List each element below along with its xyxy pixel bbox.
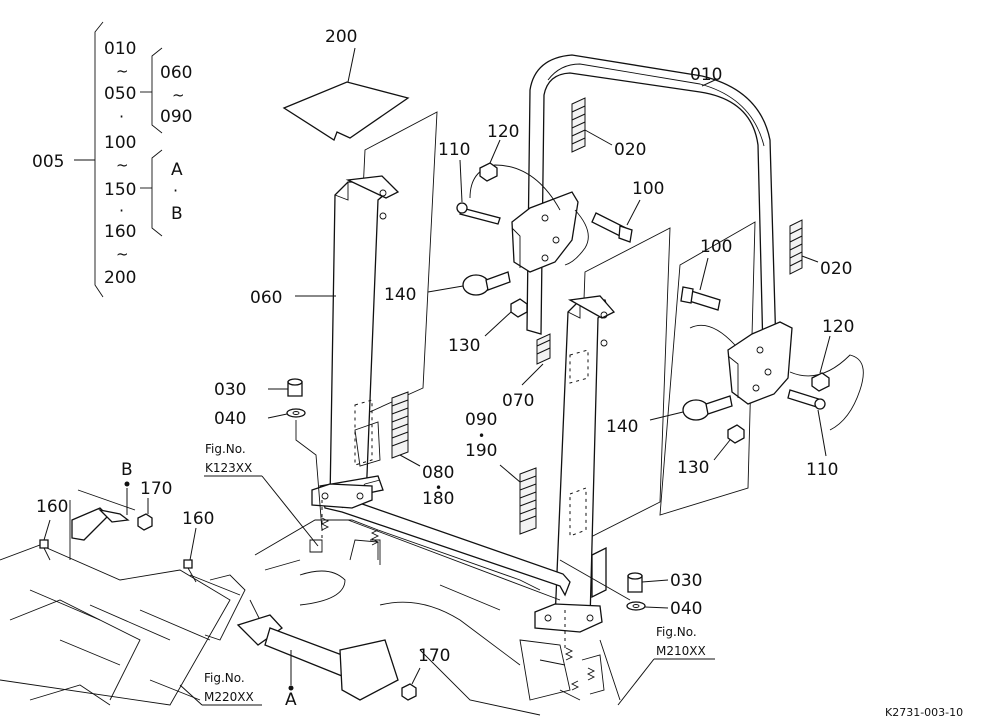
callout-080-separator: •	[435, 481, 442, 495]
callout-120-right: 120	[822, 317, 854, 337]
knob-140-right: 140	[606, 395, 733, 437]
callout-160-center: 160	[182, 509, 214, 529]
decal-090: 090 • 190	[465, 410, 537, 535]
spacer-030-left: 030	[214, 378, 303, 400]
lower-post-right	[554, 295, 616, 621]
bolt-160-center: 160	[182, 509, 214, 583]
callout-100-upper: 100	[632, 179, 664, 199]
callout-040-right: 040	[670, 599, 702, 619]
seat-belt-buckle-b: B	[69, 460, 136, 560]
group-item: 100	[104, 133, 136, 153]
fig-ref-m220-line2: M220XX	[204, 690, 254, 704]
group-item: ~	[116, 245, 129, 263]
cross-member	[311, 475, 603, 633]
pin-110-left: 110	[438, 140, 501, 225]
group-item: 200	[104, 268, 136, 288]
washer-040-left: 040	[214, 408, 323, 531]
pin-110-right: 110	[787, 389, 838, 480]
bolt-160-left: 160	[36, 497, 68, 561]
fig-ref-m210-line2: M210XX	[656, 644, 706, 658]
group-sub-item: 090	[160, 107, 192, 127]
group-item: ·	[119, 107, 124, 126]
seat-belt-retractor-a: A	[236, 614, 399, 710]
callout-170-lower: 170	[418, 646, 450, 666]
callout-020-right: 020	[820, 259, 852, 279]
callout-170-upper: 170	[140, 479, 172, 499]
group-item: 050	[104, 84, 136, 104]
decal-070: 070	[502, 333, 589, 411]
callout-030-left: 030	[214, 380, 246, 400]
callout-160-left: 160	[36, 497, 68, 517]
nut-130-left: 130	[448, 298, 528, 356]
callout-120-upper: 120	[487, 122, 519, 142]
group-item: ~	[116, 62, 129, 80]
callout-110-right: 110	[806, 460, 838, 480]
callout-140-upper: 140	[384, 285, 416, 305]
knob-140-left: 140	[384, 271, 511, 305]
nut-130-right: 130	[677, 424, 745, 478]
callout-080: 080	[422, 463, 454, 483]
fig-ref-k123: Fig.No. K123XX	[204, 442, 319, 547]
group-sub-item: A	[171, 160, 183, 180]
callout-100-right: 100	[700, 237, 732, 257]
group-sub-item: ~	[172, 86, 185, 104]
callout-020-upper: 020	[614, 140, 646, 160]
callout-070: 070	[502, 391, 534, 411]
group-item: 010	[104, 39, 136, 59]
hinge-bracket-left	[469, 164, 589, 273]
callout-110-upper: 110	[438, 140, 470, 160]
fig-ref-m210-line1: Fig.No.	[656, 625, 697, 639]
bracket-outer	[94, 21, 104, 298]
callout-A: A	[285, 690, 297, 710]
decal-080: 080 • 180	[391, 391, 454, 509]
callout-040-left: 040	[214, 409, 246, 429]
fig-ref-k123-line1: Fig.No.	[205, 442, 246, 456]
bracket-sub-range	[151, 47, 163, 134]
catalog-code: K2731-003-10	[885, 706, 963, 719]
part-group-bracket: 005 010 ~ 050 · 100 ~ 150 · 160 ~ 200 06…	[32, 21, 192, 298]
callout-130-upper: 130	[448, 336, 480, 356]
hinge-bracket-right	[689, 321, 864, 431]
nut-170-upper: 170	[137, 479, 172, 531]
callout-090: 090	[465, 410, 497, 430]
nut-120-left: 120	[479, 122, 519, 182]
group-sub-item: B	[171, 204, 183, 224]
callout-030-right: 030	[670, 571, 702, 591]
group-item: 150	[104, 180, 136, 200]
decal-020-upper: 020	[571, 97, 646, 160]
fig-ref-m210: Fig.No. M210XX	[617, 625, 715, 706]
fig-ref-m220-line1: Fig.No.	[204, 671, 245, 685]
fig-ref-k123-line2: K123XX	[205, 461, 252, 475]
decal-020-right: 020	[789, 219, 852, 279]
group-sub-item: 060	[160, 63, 192, 83]
washer-040-right: 040	[626, 599, 702, 619]
callout-130-right: 130	[677, 458, 709, 478]
decal-panels	[351, 111, 756, 546]
spacer-030-right: 030	[627, 571, 702, 593]
callout-060: 060	[250, 288, 282, 308]
lower-post-left: 060	[250, 175, 400, 501]
bolt-100-right: 100	[680, 237, 732, 311]
callout-190: 190	[465, 441, 497, 461]
callout-B: B	[121, 460, 133, 480]
nut-120-right: 120	[811, 317, 854, 392]
group-main-label: 005	[32, 152, 64, 172]
bracket-sub-variant	[151, 149, 163, 237]
callout-140-right: 140	[606, 417, 638, 437]
group-sub-item: ·	[173, 181, 178, 200]
group-item: ~	[116, 156, 129, 174]
callout-090-separator: •	[478, 429, 485, 443]
group-item: 160	[104, 222, 136, 242]
callout-180: 180	[422, 489, 454, 509]
post-dashed-details	[354, 399, 587, 537]
group-item: ·	[119, 201, 124, 220]
fig-ref-m220: Fig.No. M220XX	[179, 671, 262, 706]
nut-170-lower: 170	[401, 646, 450, 701]
callout-010: 010	[690, 65, 722, 85]
bolt-100-left: 100	[591, 179, 664, 243]
callout-200: 200	[325, 27, 357, 47]
springs	[320, 517, 596, 691]
manual-sheet: 200	[282, 27, 410, 141]
